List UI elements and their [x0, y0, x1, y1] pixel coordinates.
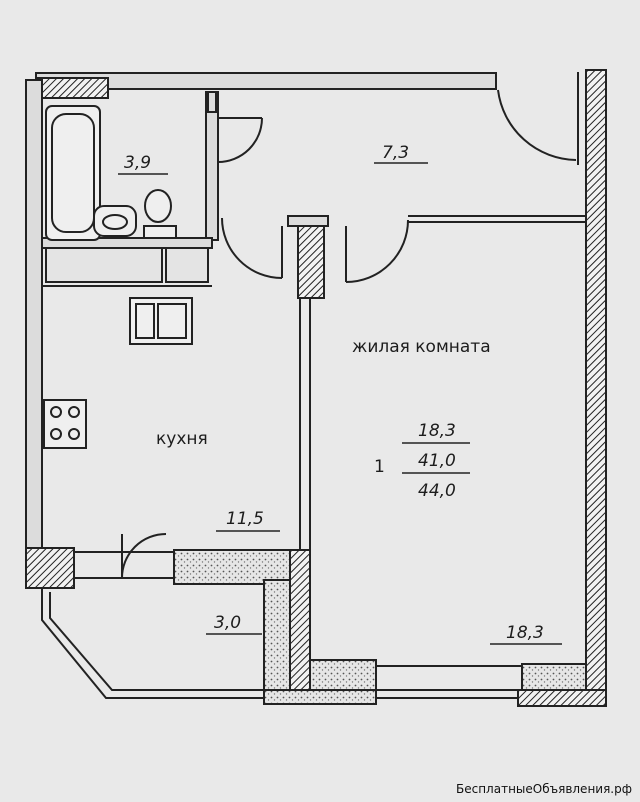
- living-room-area: 18,3: [506, 623, 544, 643]
- wall-top-hatched: [35, 77, 109, 99]
- wall-kitchen-left-hatched: [25, 547, 75, 589]
- toilet: [143, 225, 177, 239]
- wall-kitchen-bottom: [173, 549, 291, 585]
- bathroom-area: 3,9: [124, 153, 151, 173]
- stove: [43, 399, 87, 449]
- wall-left: [25, 79, 43, 551]
- bathroom-cabinet: [45, 247, 163, 283]
- balcony-outline: [41, 588, 270, 699]
- hall-area: 7,3: [382, 143, 409, 163]
- wall-right: [585, 69, 607, 701]
- living-room-name: жилая комната: [352, 337, 491, 357]
- kitchen-area: 11,5: [226, 509, 264, 529]
- kitchen-name: кухня: [156, 429, 208, 449]
- apartment-total-area: 41,0: [418, 451, 456, 471]
- sink: [93, 205, 137, 237]
- apartment-rooms-count: 1: [374, 457, 385, 477]
- wall-living-left-hatched: [289, 549, 311, 701]
- kitchen-sink: [129, 297, 193, 345]
- column-hatched: [297, 225, 325, 299]
- apartment-total-with-balcony: 44,0: [418, 481, 456, 501]
- bathtub: [45, 105, 101, 241]
- bathroom-cabinet-small: [165, 247, 209, 283]
- wall-bathroom-right: [205, 91, 219, 241]
- apartment-living-area: 18,3: [418, 421, 456, 441]
- balcony-area: 3,0: [214, 613, 241, 633]
- watermark: БесплатныеОбъявления.рф: [456, 782, 632, 796]
